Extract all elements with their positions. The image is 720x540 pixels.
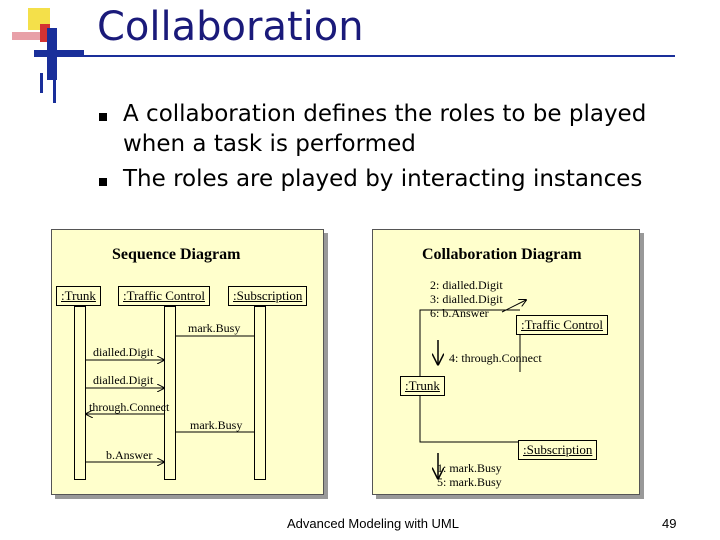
seq-object-subscription: :Subscription [228,286,308,306]
collab-message-label: 4: through.Connect [449,351,542,365]
collab-object-traffic-control: :Traffic Control [516,315,608,335]
seq-message-label: dialled.Digit [93,373,154,387]
collab-message-label: 1: mark.Busy [437,461,502,475]
seq-object-trunk: :Trunk [56,286,101,306]
title-underline [55,55,675,57]
sequence-diagram-panel [51,229,324,495]
seq-message-label: mark.Busy [190,418,243,432]
collab-message-label: 2: dialled.Digit [430,278,503,292]
bullet-marker [99,178,107,186]
seq-message-label: b.Answer [106,448,153,462]
slide-title: Collaboration [97,4,364,50]
corner-cross-logo [12,8,84,103]
collab-message-label: 3: dialled.Digit [430,292,503,306]
collaboration-diagram-title: Collaboration Diagram [422,246,582,263]
collab-message-label: 6: b.Answer [430,306,489,320]
page-number: 49 [662,516,677,531]
trunk-activation [74,306,86,480]
seq-object-traffic-control: :Traffic Control [118,286,210,306]
bullet-marker [99,113,107,121]
collab-message-label: 5: mark.Busy [437,475,502,489]
bullet-1-line-2: when a task is performed [123,131,416,157]
seq-message-label: dialled.Digit [93,345,154,359]
bullet-1-line-1: A collaboration defines the roles to be … [123,101,647,127]
collaboration-diagram-panel [372,229,640,495]
traffic-control-activation [164,306,176,480]
subscription-activation [254,306,266,480]
seq-message-label: mark.Busy [188,321,241,335]
seq-message-label: through.Connect [89,400,170,414]
collab-object-subscription: :Subscription [518,440,598,460]
collab-object-trunk: :Trunk [400,376,445,396]
footer-text: Advanced Modeling with UML [287,516,459,531]
bullet-2-line-1: The roles are played by interacting inst… [123,166,643,192]
sequence-diagram-title: Sequence Diagram [112,246,241,263]
